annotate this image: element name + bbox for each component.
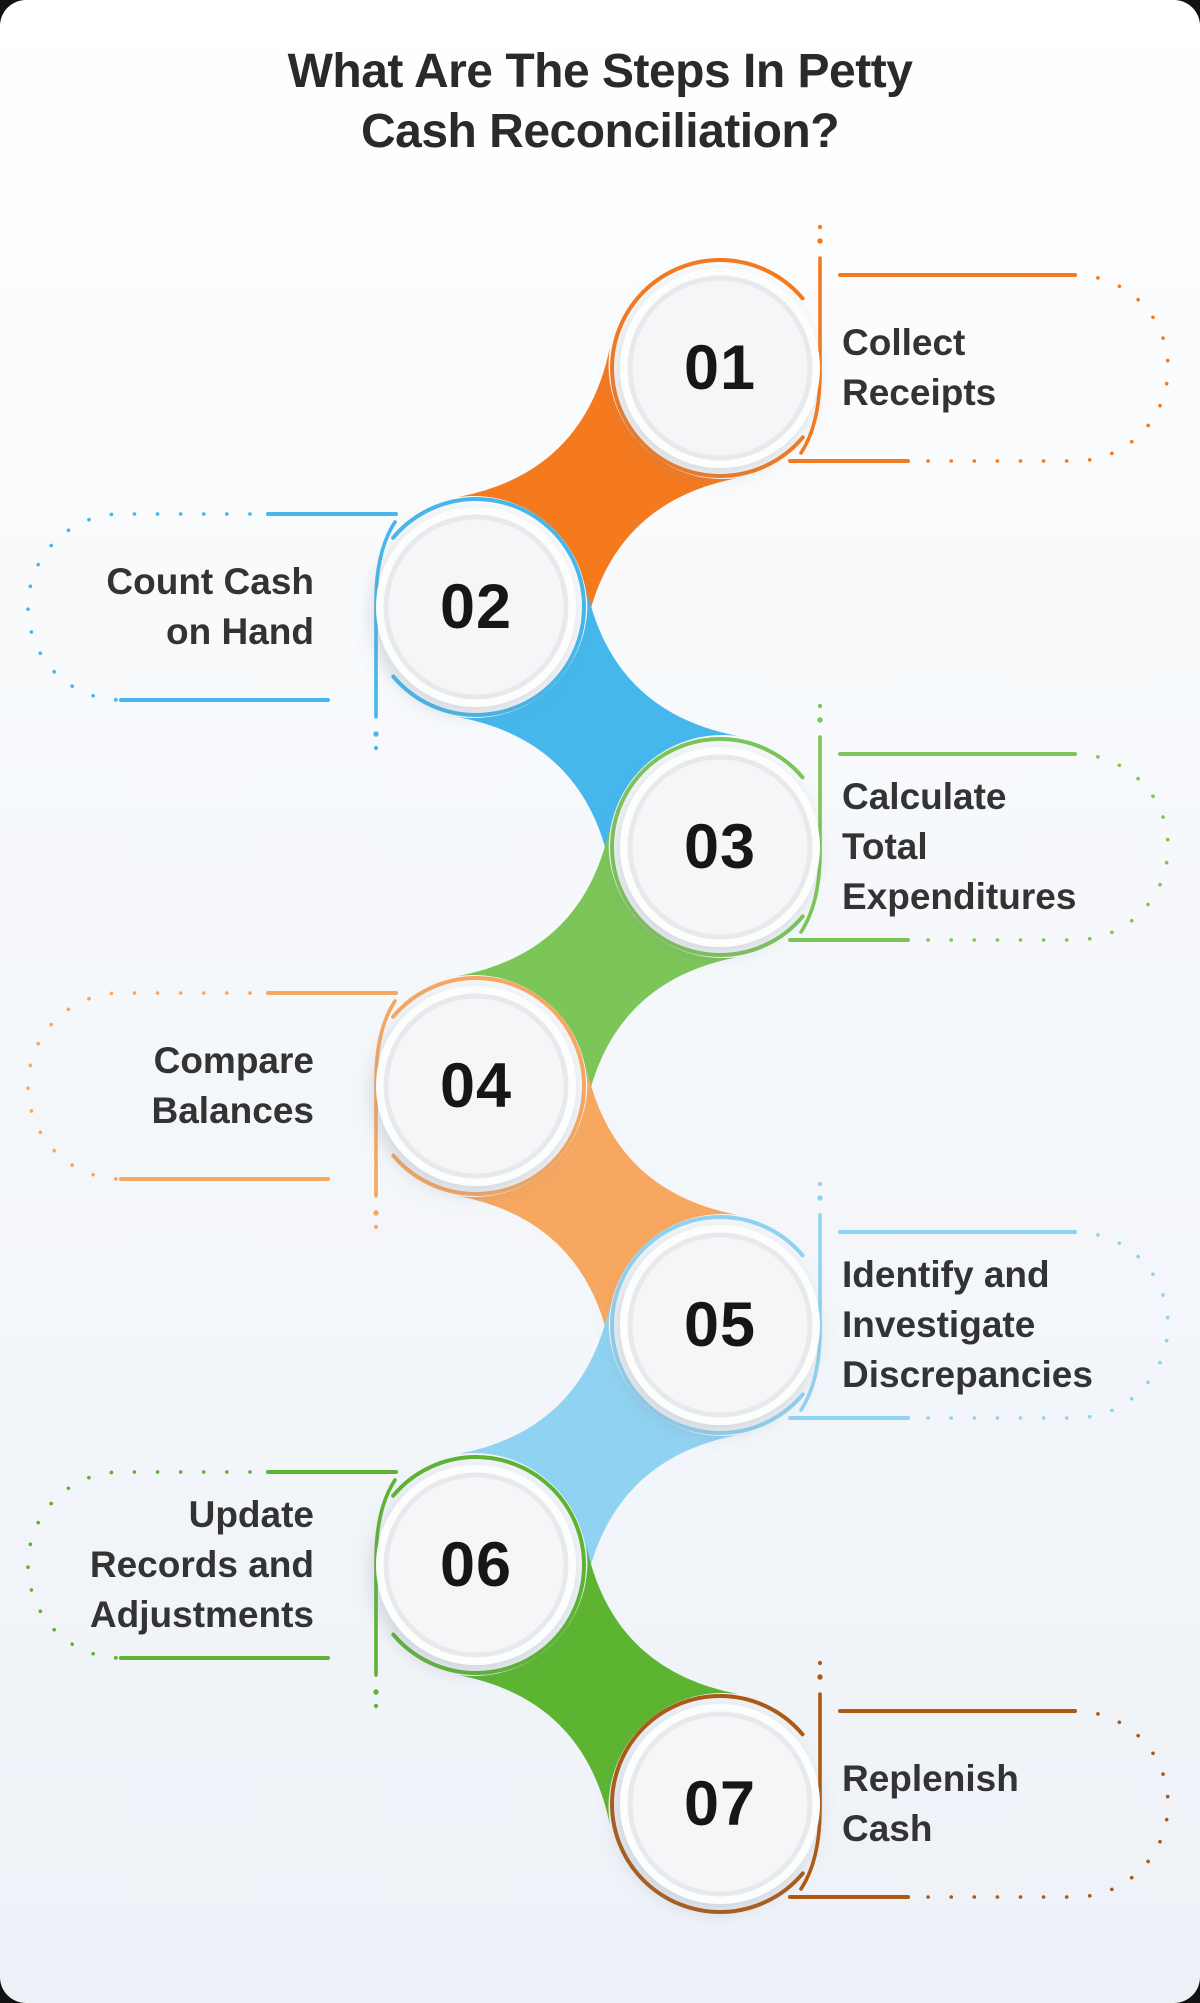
step-label-count-cash: Count Cash on Hand bbox=[106, 561, 314, 652]
step-label-replenish-cash: Replenish Cash bbox=[842, 1758, 1019, 1849]
step-number-03: 03 bbox=[683, 812, 757, 882]
step-number-07: 07 bbox=[683, 1769, 757, 1839]
page-title: What Are The Steps In Petty Cash Reconci… bbox=[0, 42, 1200, 162]
step-label-identify-discrepancies: Identify and Investigate Discrepancies bbox=[842, 1254, 1093, 1395]
page-title-line2: Cash Reconciliation? bbox=[360, 105, 840, 158]
step-label-calculate-expenditures: Calculate Total Expenditures bbox=[842, 776, 1077, 917]
step-number-05: 05 bbox=[683, 1290, 757, 1360]
step-label-update-records: Update Records and Adjustments bbox=[89, 1494, 314, 1635]
step-number-04: 04 bbox=[439, 1051, 513, 1121]
connector-ribbons bbox=[458, 347, 738, 1825]
step-label-compare-balances: Compare Balances bbox=[151, 1040, 315, 1131]
step-number-01: 01 bbox=[683, 333, 757, 403]
step-circles bbox=[366, 258, 830, 1914]
label-box-borders bbox=[26, 224, 1170, 1899]
step-label-collect-receipts: Collect Receipts bbox=[842, 322, 997, 413]
step-number-02: 02 bbox=[439, 572, 513, 642]
step-number-06: 06 bbox=[439, 1530, 513, 1600]
page-title-line1: What Are The Steps In Petty bbox=[287, 45, 913, 98]
